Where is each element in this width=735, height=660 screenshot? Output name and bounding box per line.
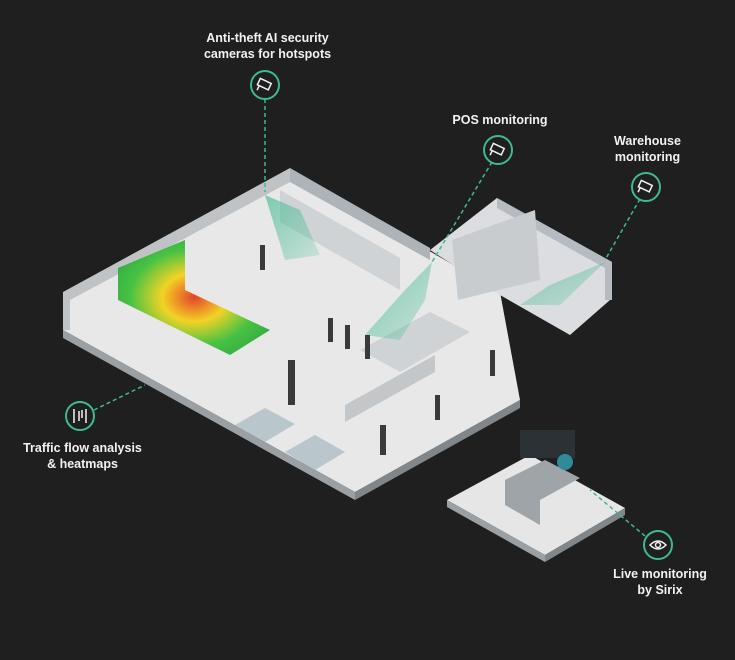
monitoring-platform-edge <box>447 500 545 562</box>
store-back-wall-right <box>290 168 430 260</box>
security-camera-icon <box>631 172 661 202</box>
connector-pos <box>431 161 493 263</box>
connector-traffic <box>93 384 146 411</box>
callout-warehouse-label: Warehouse monitoring <box>614 134 681 164</box>
camera-beam-hotspot <box>265 195 320 260</box>
callout-live-label: Live monitoring by Sirix <box>613 567 707 597</box>
checkout-counter <box>360 312 470 372</box>
freezer-2 <box>285 435 345 470</box>
security-camera-icon <box>483 135 513 165</box>
callout-traffic-label: Traffic flow analysis & heatmaps <box>23 441 142 471</box>
camera-beam-warehouse <box>520 262 605 305</box>
operator <box>557 454 573 470</box>
monitoring-platform-edge-right <box>545 508 625 562</box>
monitor-screens <box>520 430 575 458</box>
entrance-wall <box>345 355 435 422</box>
shelf-back <box>280 190 400 290</box>
heatmap-overlay <box>118 240 270 355</box>
store-front-edge-right <box>355 400 520 500</box>
callout-cameras-label: Anti-theft AI security cameras for hotsp… <box>203 31 332 61</box>
security-camera-icon <box>250 70 280 100</box>
monitoring-desk <box>505 460 580 525</box>
callout-pos-label: POS monitoring <box>452 113 548 127</box>
eye-icon <box>643 530 673 560</box>
camera-beam-pos <box>365 262 432 340</box>
traffic-flow-icon <box>65 401 95 431</box>
connector-live <box>589 489 646 537</box>
store-back-wall-left <box>63 168 290 330</box>
shoppers <box>260 245 495 455</box>
warehouse-racks <box>452 210 540 300</box>
freezer-1 <box>235 408 295 442</box>
store-front-edge <box>63 330 355 500</box>
connector-warehouse <box>604 198 641 261</box>
